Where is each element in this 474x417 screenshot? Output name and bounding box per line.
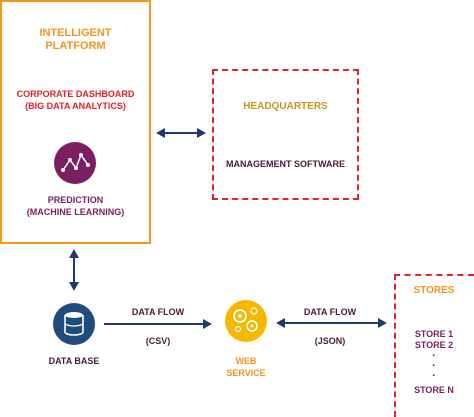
big-data-analytics-label: (BIG DATA ANALYTICS) — [25, 101, 126, 111]
stores-box — [394, 274, 474, 417]
json-format-label: (JSON) — [314, 336, 346, 346]
headquarters-title: HEADQUARTERS — [243, 101, 328, 112]
platform-title-line2: PLATFORM — [45, 40, 106, 52]
intelligent-platform-box — [0, 0, 151, 244]
platform-hq-arrow — [156, 128, 206, 138]
store-item: STORE 1 — [414, 329, 454, 339]
database-label: DATA BASE — [48, 356, 100, 366]
ellipsis-dot: · — [432, 350, 436, 362]
ellipsis-dot: · — [432, 370, 436, 382]
db-ws-arrow — [104, 319, 212, 329]
store-item: STORE 2 — [414, 340, 454, 350]
prediction-label: PREDICTION — [47, 195, 104, 205]
database-icon — [53, 303, 95, 345]
store-item: STORE N — [414, 385, 454, 395]
platform-title-line1: INTELLIGENT — [39, 27, 112, 39]
web-service-label-line1: WEB — [235, 356, 257, 366]
stores-title: STORES — [413, 285, 455, 296]
ws-stores-arrow — [276, 318, 387, 328]
platform-db-arrow — [69, 249, 79, 291]
csv-format-label: (CSV) — [145, 336, 171, 346]
headquarters-box — [212, 69, 359, 200]
web-service-label-line2: SERVICE — [226, 368, 266, 378]
management-software-label: MANAGEMENT SOFTWARE — [226, 159, 345, 169]
data-flow-csv-label: DATA FLOW — [131, 307, 185, 317]
ellipsis-dot: · — [432, 360, 436, 372]
corporate-dashboard-label: CORPORATE DASHBOARD — [16, 89, 135, 99]
machine-learning-label: (MACHINE LEARNING) — [26, 207, 125, 217]
line-chart-icon — [54, 142, 96, 184]
gears-icon — [225, 300, 267, 342]
data-flow-json-label: DATA FLOW — [303, 307, 357, 317]
